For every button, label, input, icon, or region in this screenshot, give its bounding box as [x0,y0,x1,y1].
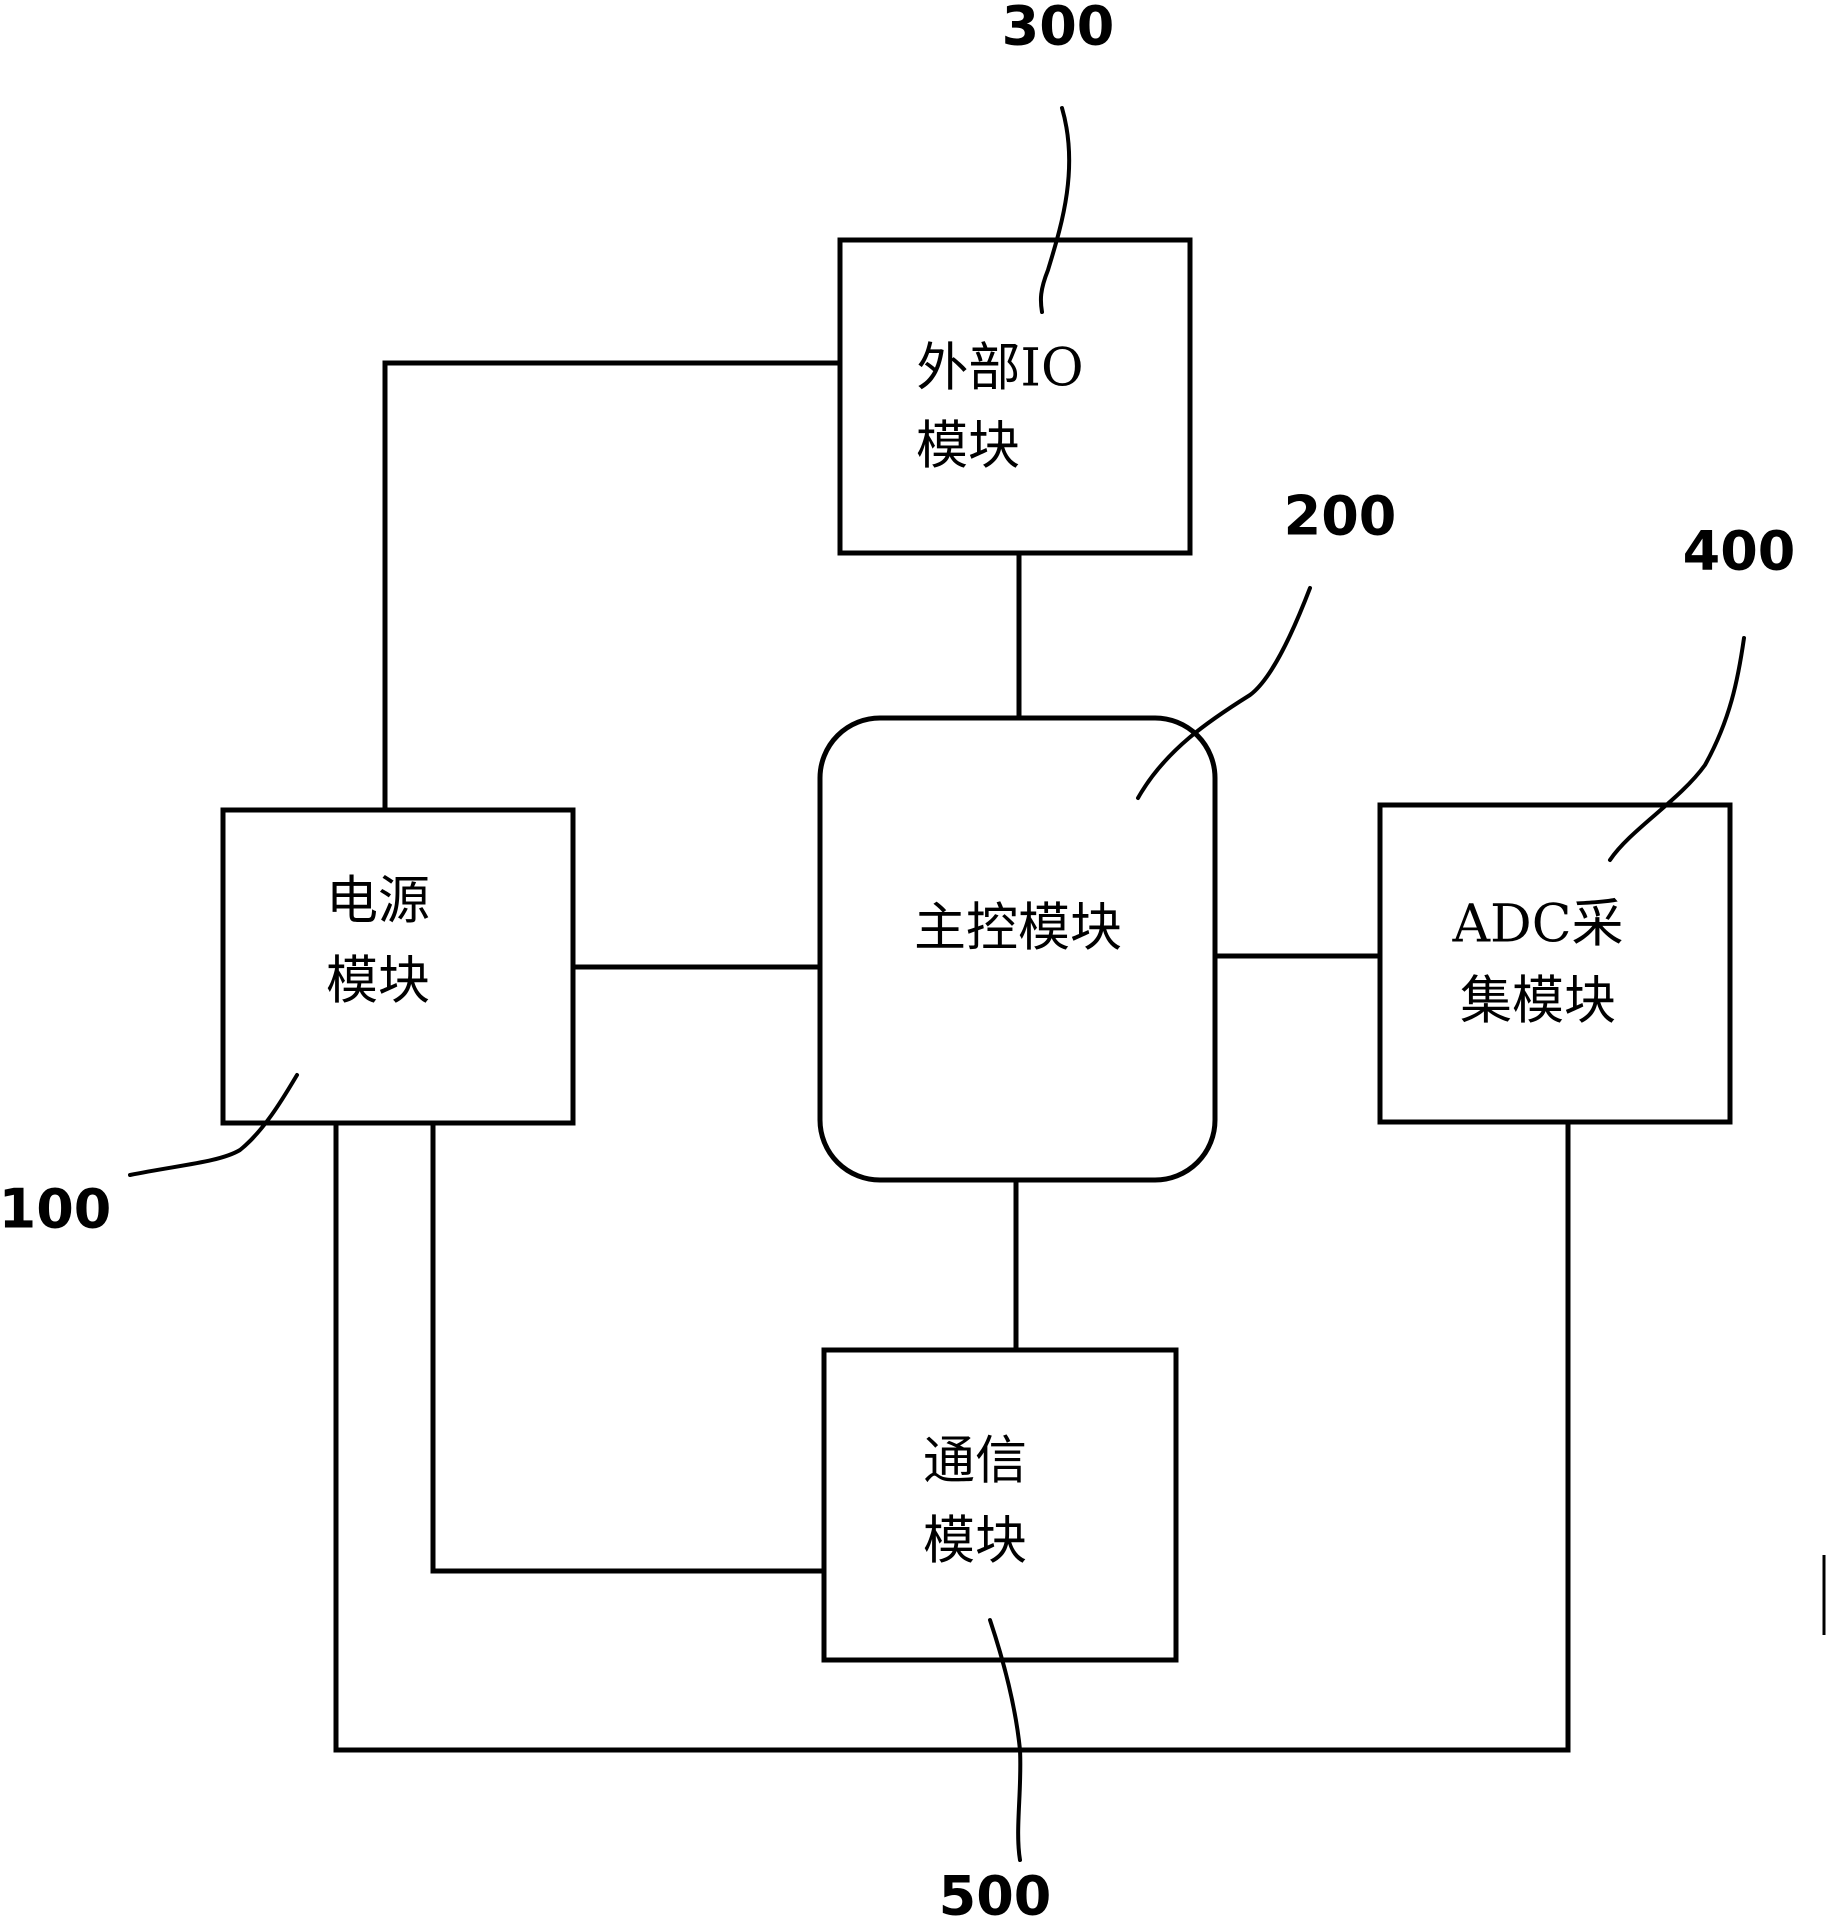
wire-power-to-adc-loop [333,1119,1571,1753]
wire-power-to-comm [430,1120,827,1574]
leader-500 [988,1618,1023,1862]
external-io-label-line1: 外部IO [916,339,1083,399]
power-module-box [220,807,576,1126]
comm-label-line1: 通信 [923,1432,1027,1492]
ref-400: 400 [1683,520,1796,583]
adc-module-box [1377,802,1733,1125]
external-io-label-line2: 模块 [916,417,1020,477]
adc-label-line2: 集模块 [1460,972,1616,1032]
adc-label-line1: ADC采 [1451,895,1623,955]
leader-400 [1608,636,1746,862]
external-io-module-box [837,237,1193,556]
power-label-line2: 模块 [326,952,430,1012]
wire-power-to-external-io [382,360,843,813]
leader-100 [128,1073,299,1177]
comm-label-line2: 模块 [923,1512,1027,1572]
leader-200 [1136,586,1312,800]
ref-200: 200 [1284,485,1397,548]
connections [333,360,1571,1753]
comm-module-box [821,1347,1179,1663]
leader-300 [1038,106,1072,314]
ref-100: 100 [0,1178,111,1241]
power-label-line1: 电源 [326,872,430,932]
ref-300: 300 [1002,0,1115,58]
main-control-module-box [817,715,1218,1183]
reference-leaders [128,106,1746,1862]
ref-500: 500 [939,1865,1052,1928]
main-control-label: 主控模块 [914,899,1122,959]
